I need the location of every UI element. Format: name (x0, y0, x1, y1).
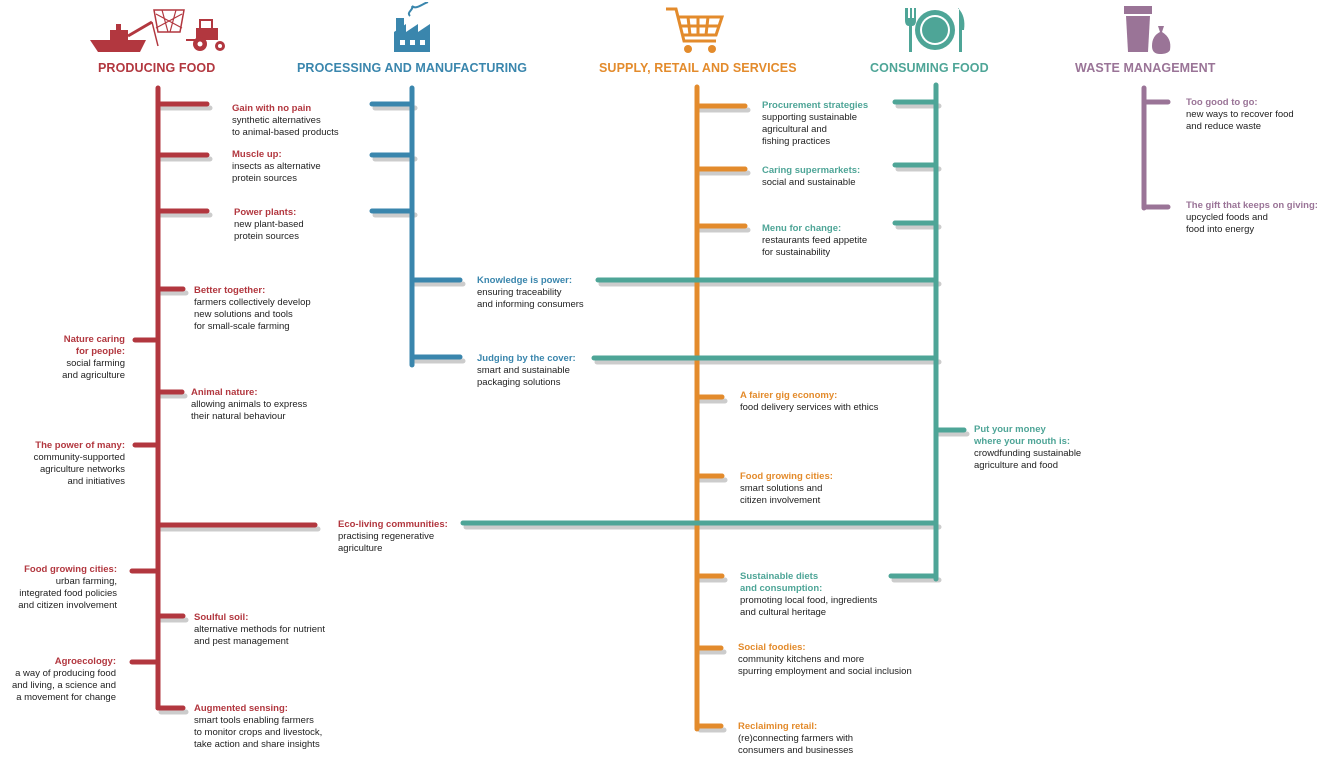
item-reclaiming-retail: Reclaiming retail: (re)connecting farmer… (738, 721, 854, 756)
item-gain-with-no-pain: Gain with no pain synthetic alternatives… (232, 103, 339, 138)
fishing-boat-tractor-icon (88, 6, 228, 56)
item-caring-supermarkets: Caring supermarkets: social and sustaina… (762, 165, 861, 188)
item-nature-caring-for-people: Nature caring for people: social farming… (62, 334, 125, 381)
item-judging-by-the-cover: Judging by the cover: smart and sustaina… (477, 353, 576, 388)
item-eco-living-communities: Eco-living communities: practising regen… (338, 519, 448, 554)
header-supply-retail-services: SUPPLY, RETAIL AND SERVICES (599, 61, 797, 75)
header-producing-food: PRODUCING FOOD (98, 61, 216, 75)
item-too-good-to-go: Too good to go: new ways to recover food… (1186, 97, 1294, 132)
header-waste-management: WASTE MANAGEMENT (1075, 61, 1216, 75)
plate-cutlery-icon (902, 6, 968, 54)
item-put-your-money: Put your money where your mouth is: crow… (974, 424, 1082, 471)
item-knowledge-is-power: Knowledge is power: ensuring traceabilit… (477, 275, 584, 310)
item-animal-nature: Animal nature: allowing animals to expre… (191, 387, 308, 422)
item-social-foodies: Social foodies: community kitchens and m… (738, 642, 912, 677)
item-better-together: Better together: farmers collectively de… (194, 285, 311, 332)
factory-icon (392, 1, 434, 54)
item-food-growing-cities-producing: Food growing cities: urban farming,integ… (18, 564, 117, 611)
item-augmented-sensing: Augmented sensing: smart tools enabling … (194, 703, 323, 750)
item-soulful-soil: Soulful soil: alternative methods for nu… (194, 612, 325, 647)
header-consuming-food: CONSUMING FOOD (870, 61, 989, 75)
waste-bin-bag-icon (1122, 4, 1172, 54)
shopping-cart-icon (664, 5, 726, 55)
item-menu-for-change: Menu for change: restaurants feed appeti… (762, 223, 868, 258)
item-gift-that-keeps-giving: The gift that keeps on giving: upcycled … (1186, 200, 1318, 235)
item-fairer-gig-economy: A fairer gig economy: food delivery serv… (740, 390, 879, 413)
item-sustainable-diets: Sustainable diets and consumption: promo… (740, 571, 878, 618)
item-procurement-strategies: Procurement strategies supporting sustai… (762, 100, 869, 147)
header-processing-manufacturing: PROCESSING AND MANUFACTURING (297, 61, 528, 75)
item-food-growing-cities-supply: Food growing cities: smart solutions and… (740, 471, 833, 506)
